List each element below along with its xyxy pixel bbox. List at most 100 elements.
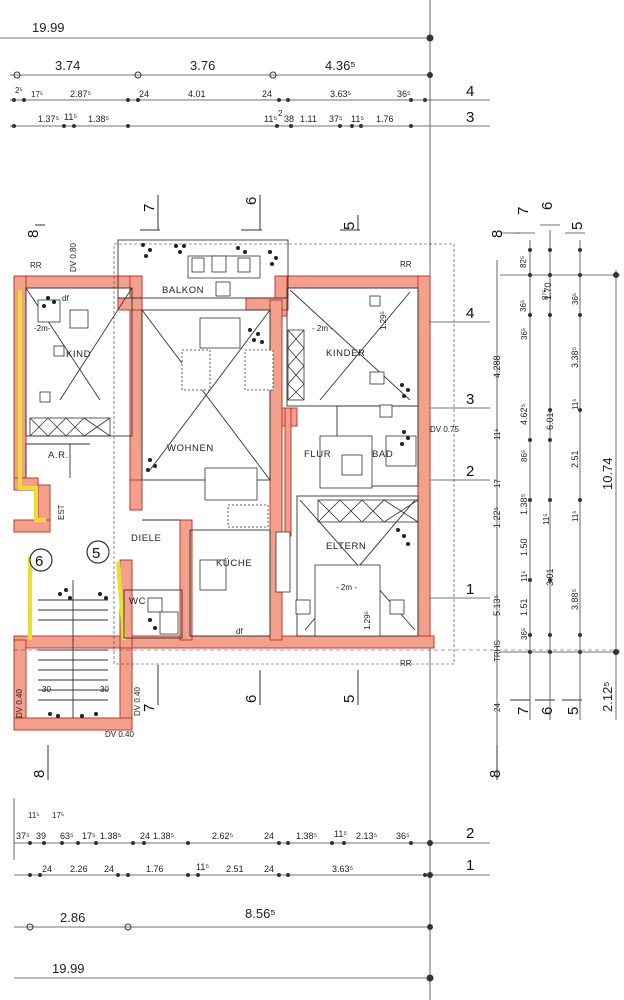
axis-label-1: 1	[466, 581, 474, 598]
axis-label-8-top: 8	[25, 230, 42, 238]
dim-bottom-row1: 2.13⁵	[356, 831, 378, 841]
dim-right-col2: 8⁷⁵	[541, 289, 550, 300]
furniture	[37, 255, 417, 637]
room-label-diele: DIELE	[131, 533, 161, 544]
dim-bottom-row1: 39	[36, 831, 46, 841]
dim-top-row3: 11⁵	[64, 112, 77, 122]
axis-label-7-bottomright: 7	[515, 707, 532, 715]
dim-top-row3: 1.76	[376, 114, 394, 124]
height-marker: - 2m -	[312, 324, 333, 333]
total-width-bottom: 19.99	[52, 961, 85, 976]
dim-bottom-row3: 2.86	[60, 910, 85, 925]
dim-right-col1: 24	[493, 703, 502, 712]
dim-right-col1: 36⁵	[519, 300, 528, 312]
axis-bubble-5	[86, 540, 110, 564]
axis-label-6-bottomright: 6	[539, 707, 556, 715]
dim-bottom-row1: 36⁵	[396, 831, 410, 841]
axis-label-5-bottom: 5	[341, 695, 358, 703]
axis-label-2-bottom: 2	[466, 825, 474, 842]
dim-bottom-row1: 63⁵	[60, 831, 74, 841]
dim-top-row3: 37⁵	[329, 114, 343, 124]
axis-bubble-6-label: 6	[35, 553, 43, 570]
room-label-kind: KIND	[66, 349, 91, 360]
room-label-balkon: BALKON	[162, 285, 204, 296]
dim-bottom-row1: 11⁵	[28, 811, 40, 820]
dim-top-row2: 2.87⁵	[70, 89, 92, 99]
dim-top-row2: 24	[262, 89, 272, 99]
axis-dot	[426, 34, 434, 42]
dim-bottom-row1: 11⁵	[334, 829, 347, 839]
dim-right-col2: 11⁵	[542, 513, 551, 525]
axis-bubble-5-label: 5	[92, 545, 100, 562]
dim-bottom-row1: 1.38⁵	[100, 831, 122, 841]
dim-right-col1: 1.38⁵	[519, 493, 529, 515]
dim-right-col4: 11⁵	[571, 398, 580, 410]
rr-label: RR	[400, 260, 412, 269]
room-label-ar: A.R.	[48, 450, 69, 461]
dim-right-col1: 1.22⁵	[492, 506, 502, 528]
dim-bottom-row1: 1.38⁵	[296, 831, 318, 841]
room-label-kinder: KINDER	[326, 348, 366, 359]
dim-bottom-row2: 11⁵	[196, 862, 209, 872]
dim-right-col3: 1.70	[543, 282, 553, 300]
axis-label-8-bottom: 8	[31, 770, 48, 778]
dim-top-row3: 38	[284, 114, 294, 124]
room-label-flur: FLUR	[304, 449, 331, 460]
dv-label: DV 0.75	[430, 425, 459, 434]
dim-bottom-row2: 24	[104, 864, 114, 874]
axis-label-5-right: 5	[569, 222, 586, 230]
dim-top-row3: 11⁵	[264, 114, 277, 124]
axis-label-5-bottomright: 5	[565, 707, 582, 715]
dim-thirty: 30	[42, 685, 51, 694]
dv-label: DV 0.80	[69, 243, 78, 272]
dim-bottom-row1: 2.62⁵	[212, 831, 234, 841]
dv-label: DV 0.40	[15, 689, 24, 718]
rr-label: RR	[30, 261, 42, 270]
axis-label-4: 4	[466, 305, 474, 322]
dim-bottom-row1: 24	[140, 831, 150, 841]
dim-right-col2: 86⁵	[520, 450, 529, 462]
total-depth-right: 10.74	[600, 457, 615, 490]
dim-bottom-row2: 24	[42, 864, 52, 874]
room-label-wc: WC	[129, 596, 146, 607]
axis-label-6-right: 6	[539, 202, 556, 210]
dim-top-row1: 4.36⁵	[325, 58, 356, 73]
dim-right-col1: 4.288	[492, 355, 502, 378]
exterior-walls	[13, 275, 435, 731]
wardrobe-hatch	[29, 329, 419, 523]
axis-label-5-top: 5	[341, 222, 358, 230]
dim-top-row2: 17⁵	[31, 90, 43, 99]
axis-bubble-6	[29, 548, 53, 572]
room-label-bad: BAD	[372, 449, 393, 460]
total-width-top: 19.99	[32, 20, 65, 35]
dim-top-row2: 4.01	[188, 89, 206, 99]
dv-label: DV 0.40	[133, 687, 142, 716]
dim-top-row1: 3.74	[55, 58, 80, 73]
dim-top-row3: 11⁵	[351, 114, 364, 124]
dim-right-col1: 36⁵	[520, 628, 529, 640]
axis-label-6-bottom: 6	[243, 695, 260, 703]
dim-right-col2: 17	[493, 479, 502, 488]
axis-label-6-top: 6	[243, 197, 260, 205]
dim-bottom-row1: 17⁵	[82, 831, 96, 841]
dim-right-col2: 36⁵	[520, 328, 529, 340]
dim-right-col1: 4.62⁵	[519, 403, 529, 425]
est-label: EST	[57, 504, 66, 520]
dim-right-col4: 36⁵	[571, 293, 580, 305]
dim-bottom-row1: 37⁵	[16, 831, 30, 841]
height-marker: 1.29⁵	[379, 311, 388, 330]
axis-label-8-right: 8	[489, 230, 506, 238]
axis-label-3-top: 3	[466, 109, 474, 126]
room-label-kueche: KÜCHE	[216, 558, 252, 569]
plant-decorations	[42, 243, 410, 718]
dim-bottom-row1: 17⁵	[52, 811, 64, 820]
dim-right-col4: 3.38⁵	[570, 346, 580, 368]
dv-label: DV 0.40	[105, 730, 134, 739]
dim-bottom-row2: 2.26	[70, 864, 88, 874]
dim-bottom-row2: 2.51	[226, 864, 244, 874]
dim-right-col2: 11⁵	[493, 428, 502, 440]
axis-label-3: 3	[466, 391, 474, 408]
dim-top-row2: 3.63⁵	[330, 89, 352, 99]
height-marker: 1.29⁵	[363, 611, 372, 630]
dim-right-col1: 5.13⁵	[492, 594, 502, 616]
